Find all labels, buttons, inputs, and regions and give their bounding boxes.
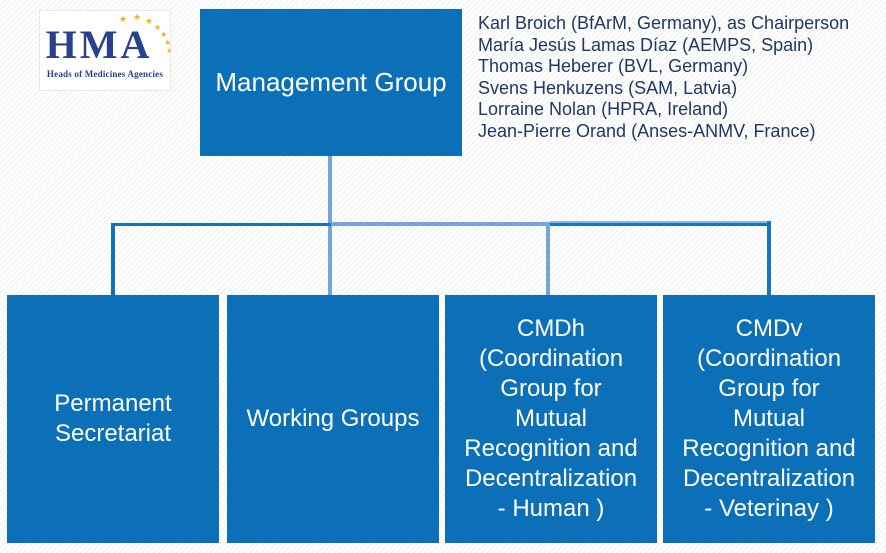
member-name: Lorraine Nolan (HPRA, Ireland) [478,99,729,120]
member-name: Karl Broich (BfArM, Germany), as Chairpe… [478,13,850,33]
connector-horizontal-middle [331,222,548,226]
member-name: Thomas Heberer (BVL, Germany) [478,56,749,77]
hma-logo: HMA ★ ★ ★ ★ ★ ★ ★ Heads of Medicines Age… [40,11,173,90]
star-icon: ★ [154,23,162,32]
box-working-groups: Working Groups [227,295,439,543]
member-name: María Jesús Lamas Díaz (AEMPS, Spain) [478,34,814,55]
box-cmdh-label: CMDh (Coordination Group for Mutual Reco… [464,315,638,522]
management-group-label: Management Group [215,67,447,97]
box-cmdv-label: CMDv (Coordination Group for Mutual Reco… [682,315,856,522]
box-permanent-secretariat: Permanent Secretariat [7,295,219,543]
connector-horizontal-left [111,223,331,226]
star-icon: ★ [145,16,154,26]
star-icon: ★ [164,38,172,47]
box-permanent-secretariat-label: Permanent Secretariat [54,390,172,447]
hma-logo-tagline: Heads of Medicines Agencies [46,69,164,79]
hma-logo-acronym: HMA [45,22,153,67]
star-icon: ★ [133,12,142,22]
box-working-groups-label: Working Groups [246,405,420,432]
member-name: Svens Henkuzens (SAM, Latvia) [478,77,738,98]
connector-horizontal-right [550,221,770,226]
connector-drop-cmdh [546,222,550,295]
box-cmdv: CMDv (Coordination Group for Mutual Reco… [663,295,875,543]
connector-drop-cmdv [767,221,771,295]
member-name: Jean-Pierre Orand (Anses-ANMV, France) [478,120,816,141]
connector-drop-permanent-secretariat [111,223,115,295]
box-cmdh: CMDh (Coordination Group for Mutual Reco… [445,295,657,543]
star-icon: ★ [166,48,173,55]
star-icon: ★ [160,30,168,39]
star-icon: ★ [119,14,128,24]
member-list: Karl Broich (BfArM, Germany), as Chairpe… [478,13,883,143]
management-group-box: Management Group [200,9,462,156]
